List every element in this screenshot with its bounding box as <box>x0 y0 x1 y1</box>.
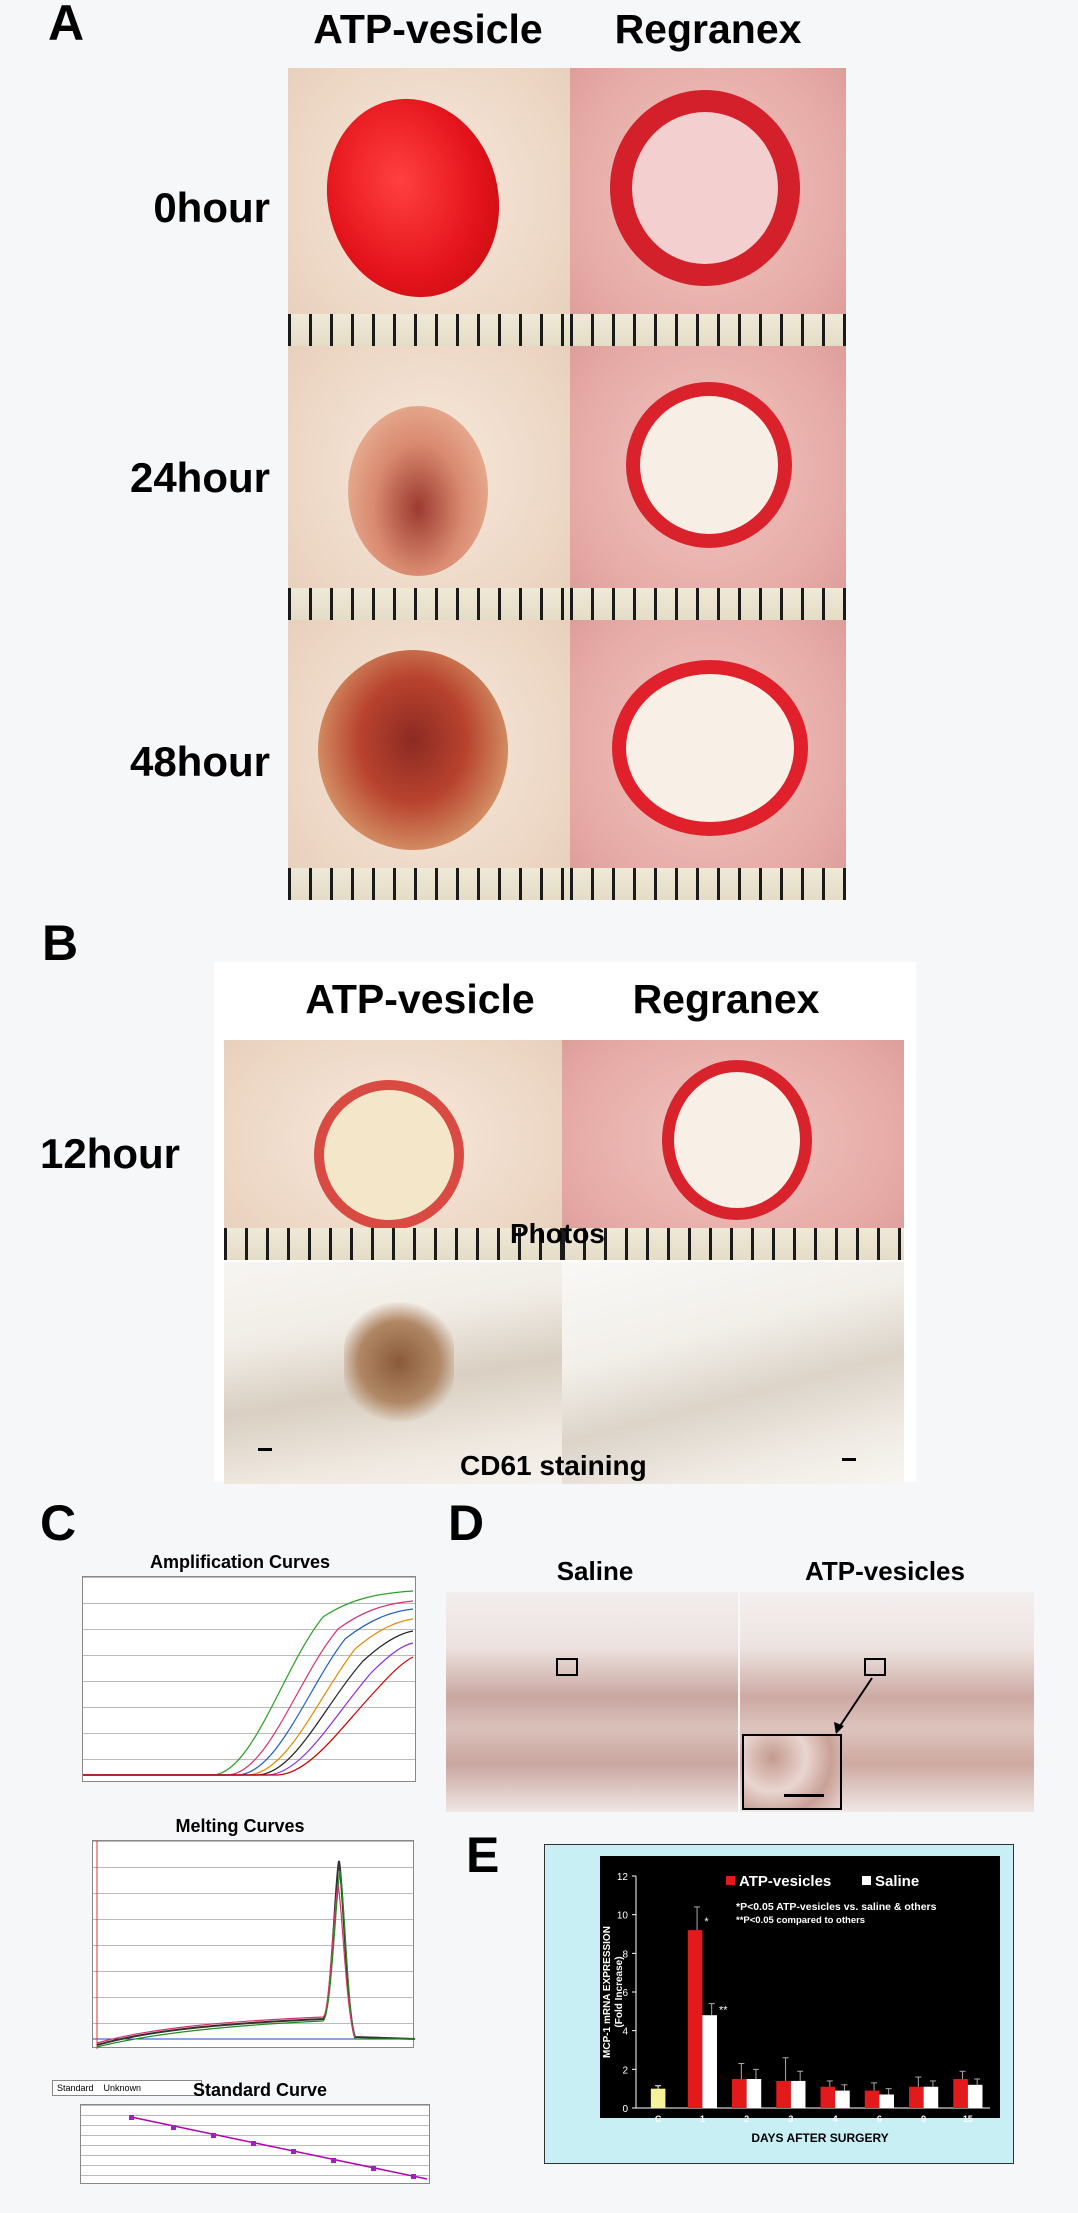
chart-bar-atp <box>820 2086 836 2108</box>
panel-b-photos-label: Photos <box>510 1218 605 1249</box>
panel-b-col-atp: ATP-vesicle <box>305 976 535 1022</box>
panel-b-row-12hour: 12hour <box>40 1130 181 1177</box>
photo-atp-48hour <box>288 620 570 900</box>
chart-bar-atp <box>732 2079 747 2108</box>
photo-b-regranex-12hour <box>562 1040 904 1260</box>
histology-d-saline <box>446 1592 738 1812</box>
chart-marker-saline-day1: ** <box>719 2005 728 2017</box>
chart-x-tick-label: 1 <box>700 2114 705 2124</box>
panel-a-col-regranex: Regranex <box>614 6 802 52</box>
chart-bar-saline <box>835 2090 850 2108</box>
panel-b-stain-label: CD61 staining <box>460 1450 647 1481</box>
amp-curve-plot <box>82 1576 416 1782</box>
chart-y-tick-label: 12 <box>617 1872 629 1883</box>
panel-a-col-atp: ATP-vesicle <box>313 6 543 52</box>
chart-ylabel-line2: (Fold Increase) <box>614 1956 625 2027</box>
histology-d-inset <box>742 1734 842 1810</box>
chart-bar-saline <box>702 2015 717 2108</box>
chart-y-tick-label: 8 <box>622 1949 628 1960</box>
chart-bar-atp <box>864 2090 880 2108</box>
std-curve-title: Standard Curve <box>192 2080 328 2100</box>
chart-y-tick-label: 4 <box>622 2027 628 2038</box>
std-legend-unknown: Unknown <box>103 2083 142 2093</box>
panel-e-letter: E <box>466 1827 500 1883</box>
chart-x-tick-label: C <box>655 2114 662 2124</box>
chart-legend-label-atp: ATP-vesicles <box>739 1873 831 1890</box>
std-curve-legend: Standard Unknown <box>52 2080 202 2096</box>
histology-b-atp <box>224 1262 562 1484</box>
panel-c-letter: C <box>40 1495 77 1551</box>
panel-d-col-atp: ATP-vesicles <box>805 1556 965 1586</box>
chart-bar-atp <box>953 2079 968 2108</box>
chart-legend-swatch-saline <box>862 1876 871 1885</box>
chart-y-tick-label: 2 <box>622 2065 628 2076</box>
chart-bar-saline <box>967 2084 983 2108</box>
photo-b-atp-12hour <box>224 1040 562 1260</box>
histology-d-atp <box>740 1592 1034 1812</box>
chart-x-tick-label: 2 <box>744 2114 749 2124</box>
chart-x-tick-label: 6 <box>877 2114 882 2124</box>
chart-xlabel: DAYS AFTER SURGERY <box>751 2131 888 2145</box>
chart-x-tick-label: 9 <box>921 2114 926 2124</box>
panel-a-letter: A <box>48 0 85 51</box>
chart-bar-control <box>650 2088 666 2108</box>
chart-legend-swatch-atp <box>726 1876 735 1885</box>
melt-curve-title: Melting Curves <box>175 1816 305 1836</box>
chart-x-tick-label: 3 <box>788 2114 793 2124</box>
std-legend-standard: Standard <box>57 2083 94 2093</box>
amp-curve-title: Amplification Curves <box>149 1552 331 1572</box>
chart-bar-atp <box>776 2080 791 2108</box>
photo-regranex-0hour <box>570 68 846 346</box>
chart-x-tick-label: 15 <box>963 2114 973 2124</box>
panel-b-letter: B <box>42 915 79 971</box>
histology-b-regranex <box>562 1262 904 1484</box>
chart-y-tick-label: 6 <box>622 1988 628 1999</box>
chart-bar-atp <box>909 2086 924 2108</box>
panel-a-row-48hour: 48hour <box>129 738 270 785</box>
chart-x-tick-label: 4 <box>833 2114 838 2124</box>
chart-bar-saline <box>746 2079 762 2108</box>
photo-atp-0hour <box>288 68 570 346</box>
panel-a-row-0hour: 0hour <box>153 184 270 231</box>
panel-d-letter: D <box>448 1495 485 1551</box>
panel-a-row-24hour: 24hour <box>129 454 270 501</box>
chart-y-tick-label: 10 <box>617 1911 629 1922</box>
panel-d-col-saline: Saline <box>556 1556 634 1586</box>
std-curve-plot <box>80 2104 430 2184</box>
chart-bar-saline <box>790 2080 806 2108</box>
chart-annotation: **P<0.05 compared to others <box>736 1915 865 1926</box>
melt-curve-plot <box>92 1840 415 2049</box>
chart-y-tick-label: 0 <box>622 2104 628 2115</box>
photo-regranex-48hour <box>570 620 846 900</box>
chart-ylabel-line1: MCP-1 mRNA EXPRESSION <box>602 1926 613 2058</box>
photo-atp-24hour <box>288 346 570 620</box>
chart-bar-saline <box>879 2094 894 2108</box>
chart-legend-label-saline: Saline <box>875 1873 919 1890</box>
chart-bar-saline <box>923 2086 939 2108</box>
chart-bar-atp <box>687 1930 703 2108</box>
chart-annotation: *P<0.05 ATP-vesicles vs. saline & others <box>736 1901 937 1913</box>
chart-marker-atp-day1: * <box>704 1916 709 1928</box>
panel-b-col-regranex: Regranex <box>632 976 820 1022</box>
photo-regranex-24hour <box>570 346 846 620</box>
